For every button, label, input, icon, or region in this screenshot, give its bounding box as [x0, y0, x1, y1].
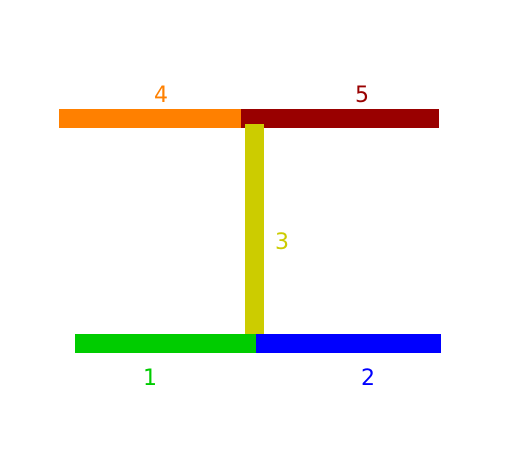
segment-3-bar [245, 124, 264, 344]
segment-5-bar [241, 109, 439, 128]
segment-2-label: 2 [361, 366, 375, 391]
segment-1-label: 1 [143, 366, 157, 391]
segment-4-label: 4 [154, 83, 168, 108]
segment-4-bar [59, 109, 247, 128]
segment-2-bar [256, 334, 441, 353]
segment-5-label: 5 [355, 83, 369, 108]
segment-1-bar [75, 334, 259, 353]
segment-3-label: 3 [275, 230, 289, 255]
